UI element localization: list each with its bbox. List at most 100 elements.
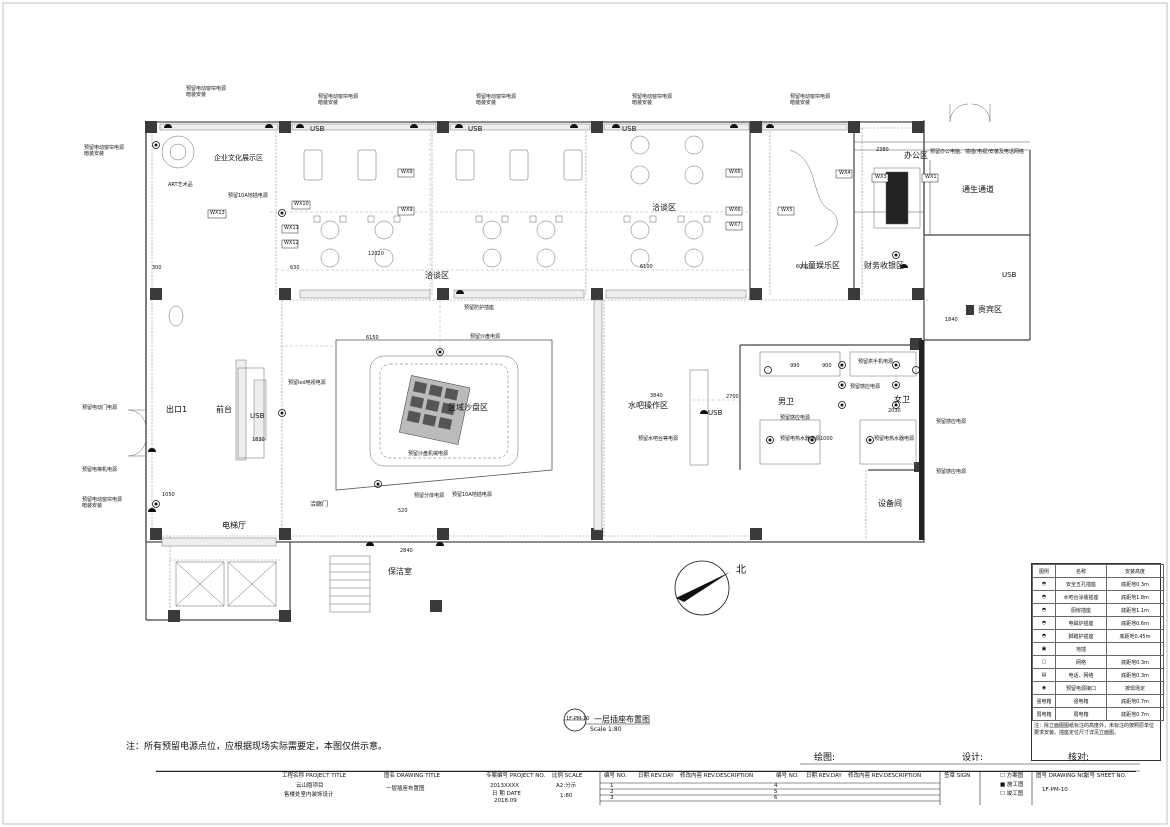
outer-walls	[145, 120, 1031, 621]
status-text: 施工图	[1006, 782, 1024, 788]
round-tables	[320, 135, 704, 268]
socket-symbols	[148, 124, 920, 546]
zone-entrance: 出口1	[166, 405, 188, 414]
legend-height: 底距地1.8m	[1106, 590, 1164, 604]
zone-cleaner: 保洁室	[388, 567, 412, 576]
legend-height: 底距地0.7m	[1106, 707, 1164, 721]
usb-label: USB	[1002, 271, 1017, 279]
dim: 2700	[726, 394, 739, 400]
wx-tag: WX12	[284, 240, 299, 246]
scale-val: 1:80	[560, 793, 573, 799]
socket-icon: ◓	[1032, 577, 1056, 591]
legend-height	[1106, 642, 1164, 656]
inner-walls	[151, 127, 930, 610]
legend-note: 注：除立面图图纸标注的高度外，未标注的按照原单位要求安装。插座定位尺寸详见立面图…	[1034, 723, 1155, 736]
sig-check: 核对:	[1068, 753, 1090, 763]
rev-date-2: 日期 REV.DAY	[806, 773, 842, 779]
socket-icon: ◓	[1032, 590, 1056, 604]
rev-date: 日期 REV.DAY	[638, 773, 674, 779]
status-text: 方案图	[1006, 773, 1024, 779]
callout: 预留感应电源	[780, 415, 811, 421]
socket-icon: ◓	[1032, 629, 1056, 643]
legend-name: 电磁炉插座	[1055, 616, 1107, 630]
dim: 6000	[796, 264, 809, 270]
zone-bar: 水吧操作区	[628, 401, 668, 410]
status-construction: ■ 施工图	[1000, 782, 1024, 788]
wx-tag: WX9	[401, 169, 413, 175]
socket-icon: ◓	[1032, 603, 1056, 617]
callout: 暗装安装	[318, 100, 339, 106]
zone-elevator: 电梯厅	[222, 521, 246, 530]
callout: 预留电动窗帘电源	[84, 145, 125, 151]
project-label: 工程名称 PROJECT TITLE	[282, 773, 347, 779]
project-name-1: 云山隐项目	[296, 783, 324, 789]
date: 2018.09	[494, 798, 517, 804]
north-label: 北	[736, 565, 746, 576]
status-text: 竣工图	[1006, 791, 1024, 797]
status-completion: ☐ 竣工图	[1000, 791, 1024, 797]
rev-desc-2: 修改内容 REV.DESCRIPTION	[848, 773, 922, 779]
dim: 3840	[650, 393, 663, 399]
callout: 预留防护插座	[464, 305, 495, 311]
legend-height: 底距地0.45m	[1106, 629, 1164, 643]
drawing-title: 一层插座布置图	[386, 786, 425, 792]
wx-tag: WX3	[875, 174, 887, 180]
project-no: 2013XXXX	[490, 783, 520, 789]
legend: 图例 名称 安装高度 ◓安全五孔插座底距地0.3m ◓水吧台涂装插座底距地1.8…	[1031, 563, 1164, 761]
zone-negotiate-1: 洽谈区	[652, 203, 676, 212]
sandtable-model	[399, 375, 471, 445]
wx-tag: WX9	[401, 207, 413, 213]
legend-name: 水吧台涂装插座	[1055, 590, 1107, 604]
wx-tag: WX4	[839, 170, 851, 176]
callout: 暗装安装	[632, 100, 653, 106]
callout: 暗装安装	[84, 151, 105, 157]
callout: 预留沙盘电源	[470, 334, 501, 340]
callout: 预留电动窗帘电源	[476, 94, 517, 100]
callout: 暗装安装	[476, 100, 497, 106]
facade-strips	[159, 123, 848, 547]
power-box-icon: 强电箱	[1032, 694, 1056, 708]
zone-female-wc: 女卫	[894, 395, 910, 404]
callout: 预留感应电源	[936, 419, 967, 425]
rev-no: 编号 NO.	[604, 773, 627, 779]
callout: 预留10A地插电源	[452, 492, 492, 498]
legend-height: 底距地0.6m	[1106, 616, 1164, 630]
title-block: 工程名称 PROJECT TITLE 云山隐项目 售楼处室内装饰设计 图名 DR…	[156, 771, 1136, 806]
rev-row: 1	[610, 783, 614, 789]
callout: 预留分体电源	[414, 493, 445, 499]
dim: 900	[822, 363, 832, 369]
rev-row: 2	[610, 789, 614, 795]
callout: 预留电热水器电源	[780, 436, 821, 442]
table-group	[303, 149, 583, 181]
dim: 12020	[368, 251, 384, 257]
drawing-no: 1F-PM-10	[1042, 787, 1068, 793]
sig-design: 设计:	[962, 753, 984, 763]
legend-name: 地插	[1055, 642, 1107, 656]
zone-corridor: 通生通道	[962, 185, 994, 194]
dim: 1830	[252, 437, 265, 443]
furniture	[127, 103, 991, 613]
callout: 预留led电视电源	[288, 380, 326, 386]
wx-tag: WX1	[925, 174, 937, 180]
dim: 630	[290, 265, 300, 271]
callout: 暗装安装	[790, 100, 811, 106]
drawing-id: 1F-PM-10	[566, 716, 590, 722]
rev-row: 4	[774, 783, 778, 789]
sheet-no-label: 张号 SHEET NO.	[1084, 773, 1127, 779]
legend-header: 安装高度	[1106, 564, 1164, 578]
zone-sandtable: 区域沙盘区	[448, 403, 488, 412]
dim: 1050	[162, 492, 175, 498]
callout: 预留沙盘机械电源	[408, 451, 449, 457]
legend-height: 底距地0.3m	[1106, 577, 1164, 591]
dim: 2030	[888, 408, 901, 414]
floor-box-icon: ▣	[1032, 642, 1056, 656]
usb-label: USB	[250, 412, 265, 420]
dim: 2840	[400, 548, 413, 554]
scale-a2: A2:分示	[556, 783, 577, 789]
zone-negotiate-2: 洽谈区	[425, 271, 449, 280]
legend-header: 名称	[1055, 564, 1107, 578]
project-name-2: 售楼处室内装饰设计	[284, 792, 334, 798]
network-icon: ▢	[1032, 655, 1056, 669]
wx-tag: WX11	[284, 225, 299, 231]
